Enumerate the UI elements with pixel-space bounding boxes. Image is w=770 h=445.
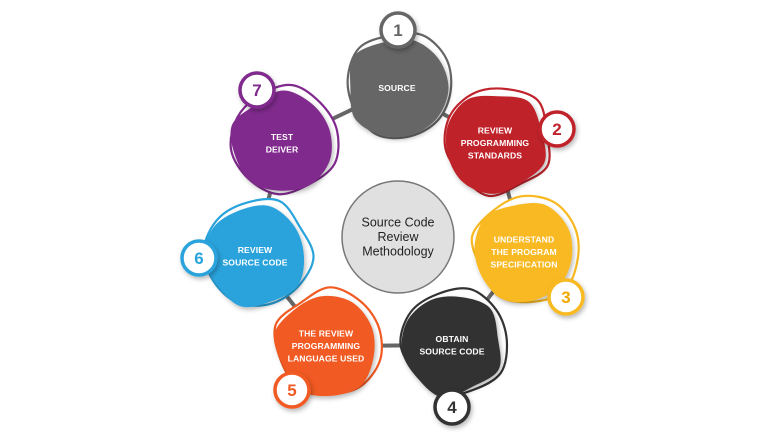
step-node-4: OBTAIN SOURCE CODE	[399, 287, 509, 398]
badge-number: 4	[447, 398, 457, 417]
center-circle-shape	[341, 180, 455, 294]
badge-circle	[433, 388, 471, 426]
badge-number: 7	[252, 81, 261, 100]
step-label-line: SPECIFICATION	[490, 260, 557, 270]
step-node-7: TEST DEIVER	[229, 83, 340, 196]
step-label-line: SOURCE CODE	[222, 257, 287, 267]
step-label-line: SOURCE CODE	[419, 346, 484, 356]
step-node-shape	[474, 203, 573, 303]
step-label-line: STANDARDS	[468, 151, 522, 161]
step-node-shape	[230, 90, 332, 191]
step-label-line: REVIEW	[478, 126, 513, 136]
step-node-shape	[203, 205, 305, 308]
step-label-line: PROGRAMMING	[461, 138, 530, 148]
step-label-line: REVIEW	[238, 245, 273, 255]
step-node-1: SOURCE	[346, 32, 453, 140]
step-number-badge-7: 7	[238, 71, 276, 109]
badge-circle	[238, 71, 276, 109]
badge-circle	[547, 278, 585, 316]
step-label-line: LANGUAGE USED	[288, 354, 365, 364]
step-node-2: REVIEW PROGRAMMING STANDARDS	[443, 87, 551, 198]
step-label-line: PROGRAMMING	[292, 341, 361, 351]
step-label-line: TEST	[271, 132, 294, 142]
step-number-badge-3: 3	[547, 278, 585, 316]
badge-number: 2	[552, 120, 561, 139]
step-number-badge-2: 2	[538, 110, 576, 148]
step-label-line: SOURCE	[378, 83, 416, 93]
step-label-line: UNDERSTAND	[494, 235, 555, 245]
badge-number: 5	[287, 381, 296, 400]
step-number-badge-6: 6	[180, 239, 218, 277]
step-number-badge-5: 5	[273, 371, 311, 409]
badge-circle	[273, 371, 311, 409]
step-node-shape	[273, 295, 375, 397]
step-number-badges: 1 2 3 4 5 6 7	[180, 11, 585, 426]
step-label-line: THE REVIEW	[299, 329, 354, 339]
badge-circle	[379, 11, 417, 49]
step-label-line: THE PROGRAM	[491, 247, 557, 257]
badge-number: 6	[194, 249, 203, 268]
step-node-3: UNDERSTAND THE PROGRAM SPECIFICATION	[470, 194, 580, 304]
badge-circle	[180, 239, 218, 277]
step-number-badge-4: 4	[433, 388, 471, 426]
step-node-5: THE REVIEW PROGRAMMING LANGUAGE USED	[273, 286, 383, 397]
center-title-line: Methodology	[362, 245, 434, 259]
step-node-shape	[401, 296, 501, 398]
step-label-line: OBTAIN	[436, 334, 469, 344]
center-title-line: Review	[378, 230, 420, 244]
step-label-line: DEIVER	[266, 144, 299, 154]
step-nodes: SOURCE REVIEW PROGRAMMING STANDARDS UNDERSTA…	[202, 32, 580, 398]
center-title-line: Source Code	[362, 216, 435, 230]
step-number-badge-1: 1	[379, 11, 417, 49]
badge-number: 1	[393, 21, 402, 40]
badge-number: 3	[561, 288, 570, 307]
step-node-shape	[349, 38, 449, 138]
step-node-6: REVIEW SOURCE CODE	[202, 197, 315, 308]
badge-circle	[538, 110, 576, 148]
step-node-shape	[445, 95, 546, 194]
